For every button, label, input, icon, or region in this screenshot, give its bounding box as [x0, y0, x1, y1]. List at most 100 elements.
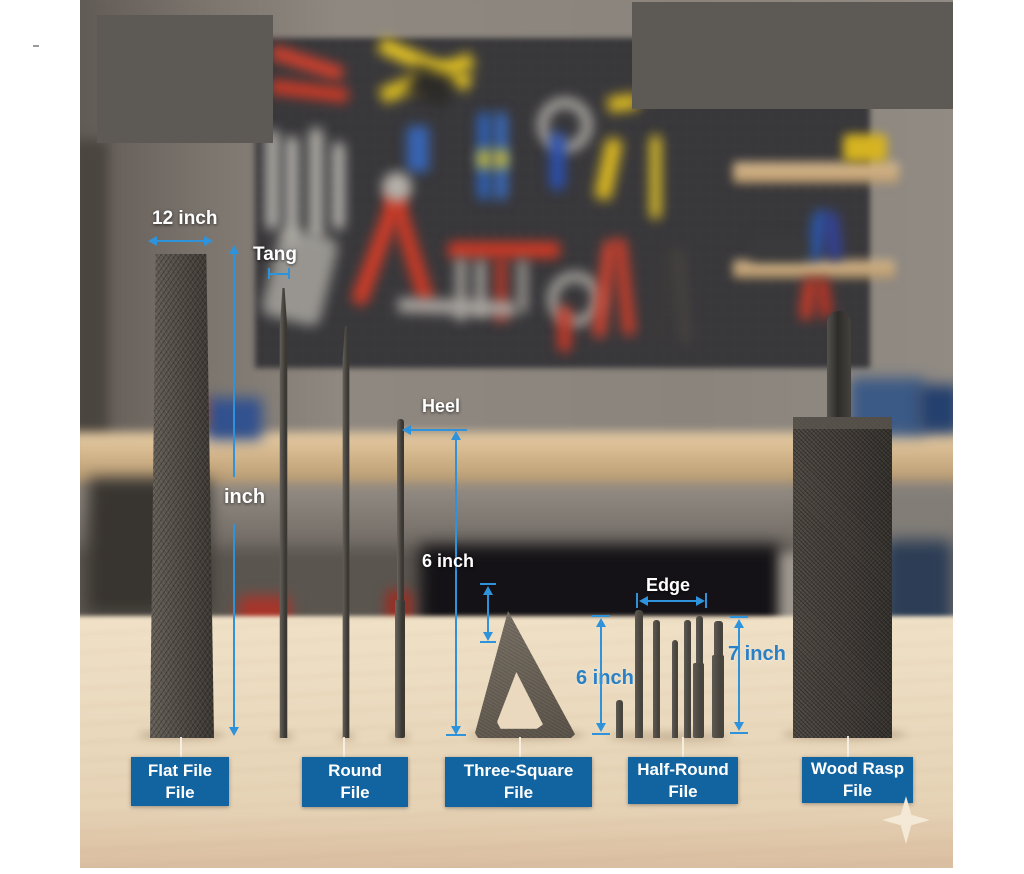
thin-file-tool	[342, 326, 350, 738]
half-round-rod	[653, 620, 660, 738]
edge-right-tick	[705, 593, 707, 608]
tang-bracket-tick	[268, 268, 270, 279]
arrowhead	[229, 245, 239, 254]
blurred-watermark-box-right	[632, 2, 953, 109]
arrowhead	[483, 632, 493, 641]
heel-file-body	[395, 600, 405, 738]
tang-label: Tang	[253, 244, 297, 265]
edge-line	[644, 600, 700, 602]
heel-label: Heel	[422, 396, 461, 416]
v7-line	[738, 625, 740, 723]
tool-blob	[496, 258, 506, 322]
six-inch-white-label: 6 inch	[422, 551, 475, 571]
tool-blob	[382, 172, 412, 202]
v7-top-tick	[730, 616, 748, 618]
inch-label: inch	[224, 486, 266, 508]
tool-blob	[478, 150, 490, 168]
tool-blob	[309, 128, 323, 240]
tool-blob	[538, 98, 592, 152]
tool-blob	[650, 135, 661, 219]
tool-blob	[286, 136, 298, 244]
arrowhead	[204, 236, 213, 246]
flat-height-line	[233, 252, 235, 477]
arrowhead	[639, 596, 648, 606]
heel-pointer-line	[410, 429, 467, 431]
label-line: Wood Rasp	[810, 759, 905, 778]
blurred-watermark-box-left	[97, 15, 273, 143]
flat-length-label: 12 inch	[152, 208, 218, 229]
arrowhead	[596, 618, 606, 627]
tang-bracket-line	[268, 273, 290, 275]
file-label-wood-rasp: Wood Rasp File	[802, 757, 913, 803]
workshop-photo: 12 inch inch Tang Heel 6 inch	[80, 0, 953, 868]
flat-height-line	[233, 524, 235, 729]
heel-bottom-tick	[446, 734, 466, 736]
tool-blob	[558, 306, 571, 352]
v7-bottom-tick	[730, 732, 748, 734]
arrowhead	[734, 619, 744, 628]
leader-line	[519, 737, 521, 758]
v6-line	[600, 624, 602, 724]
shelf-lower	[733, 260, 895, 278]
leader-line	[682, 737, 684, 758]
file-label-half-round: Half-Round File	[628, 757, 738, 804]
left-shadow	[80, 140, 108, 490]
arrowhead	[696, 596, 705, 606]
three-square-file-tool	[475, 611, 575, 738]
tool-blob	[550, 132, 565, 190]
arrowhead	[483, 586, 493, 595]
bench-items-right2	[918, 385, 953, 433]
arrowhead	[451, 431, 461, 440]
arrowhead	[734, 722, 744, 731]
half-round-rod	[684, 620, 691, 738]
file-label-round: Round File	[302, 757, 408, 807]
half-round-rod-thick	[712, 655, 724, 738]
label-line: Three-Square	[463, 761, 574, 780]
tool-blob	[518, 260, 527, 312]
file-shadow	[608, 733, 732, 741]
wood-rasp-tang	[827, 311, 851, 423]
half-round-rod	[635, 610, 643, 738]
arrowhead	[402, 425, 411, 435]
label-line: File	[842, 781, 873, 800]
six-inch-blue-label: 6 inch	[576, 667, 634, 689]
leader-line	[180, 737, 182, 758]
round-file-tool	[279, 288, 288, 738]
label-line: File	[668, 781, 698, 801]
half-round-rod	[616, 700, 623, 738]
arrowhead	[148, 236, 157, 246]
label-line: File	[165, 782, 195, 802]
file-label-flat: Flat File File	[131, 757, 229, 806]
tool-blob	[407, 126, 429, 172]
flat-file-tool	[150, 254, 214, 738]
half-round-rod-thick	[693, 663, 704, 738]
flat-width-arrow-line	[156, 240, 204, 242]
wood-rasp-top-bevel	[793, 417, 892, 429]
tool-blob	[495, 150, 507, 168]
heel-file-tang	[397, 419, 404, 604]
label-line: File	[340, 783, 370, 802]
label-line: File	[503, 783, 534, 802]
arrowhead	[451, 726, 461, 735]
shelf-box	[750, 236, 808, 261]
tri-measure-line	[487, 592, 489, 636]
tool-blob	[456, 258, 466, 320]
heel-height-line	[455, 437, 457, 730]
tape-measure	[843, 134, 887, 162]
tool-blob	[333, 142, 344, 230]
v6-top-tick	[592, 615, 610, 617]
tri-top-tick	[480, 583, 496, 585]
arrowhead	[229, 727, 239, 736]
leader-line	[343, 737, 345, 758]
arrowhead	[596, 723, 606, 732]
label-line: Flat File	[147, 760, 213, 780]
v6-bottom-tick	[592, 733, 610, 735]
leader-line	[847, 736, 849, 758]
edge-label: Edge	[646, 575, 691, 595]
tang-bracket-tick	[288, 268, 290, 279]
tool-blob	[266, 130, 279, 230]
shelf-upper	[733, 162, 899, 183]
label-line: Round	[328, 761, 382, 780]
half-round-rod	[672, 640, 678, 738]
